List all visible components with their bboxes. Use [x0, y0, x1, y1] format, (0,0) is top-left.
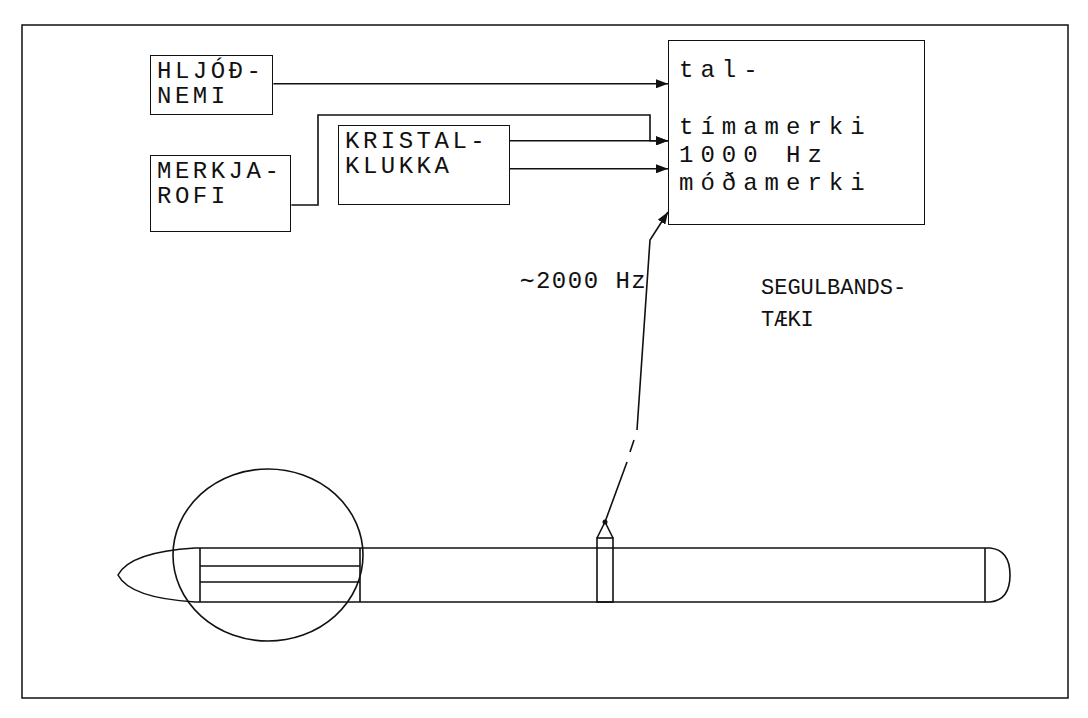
box-label: MERKJA- ROFI — [157, 159, 282, 209]
body-tube — [195, 548, 990, 602]
radio-line — [630, 440, 634, 452]
band — [200, 548, 360, 602]
recorder-box: tal-tímamerki1000 HzmóðamerkiSEGULBANDS-… — [668, 40, 925, 225]
frame — [22, 25, 1068, 698]
nose-cone — [118, 548, 195, 602]
tail-cap — [985, 548, 1010, 602]
device-title: SEGULBANDS- TÆKI — [761, 273, 906, 337]
box-label: KRISTAL- KLUKKA — [345, 129, 488, 179]
signal-arrow — [510, 168, 668, 170]
signal-label: ∼2000 Hz — [520, 266, 647, 295]
box-label: HLJÓÐ- NEMI — [157, 59, 264, 109]
channel-label: móðamerki — [679, 170, 872, 199]
radio-line — [637, 212, 668, 430]
clock-box: KRISTAL- KLUKKA — [338, 125, 510, 205]
channel-label: 1000 Hz — [679, 142, 829, 171]
sensor-box: HLJÓÐ- NEMI — [150, 55, 273, 115]
signal-arrow — [273, 83, 668, 85]
channel-label: tal- — [679, 57, 765, 86]
antenna-base — [597, 538, 613, 602]
buoy-drawing — [118, 469, 1010, 641]
channel-label: tímamerki — [679, 114, 872, 143]
radio-link — [605, 212, 668, 522]
float-ellipse — [173, 469, 363, 641]
signal-arrow — [291, 115, 668, 205]
signal-arrow — [510, 140, 668, 142]
radio-line — [605, 462, 627, 522]
switch-box: MERKJA- ROFI — [150, 155, 291, 232]
